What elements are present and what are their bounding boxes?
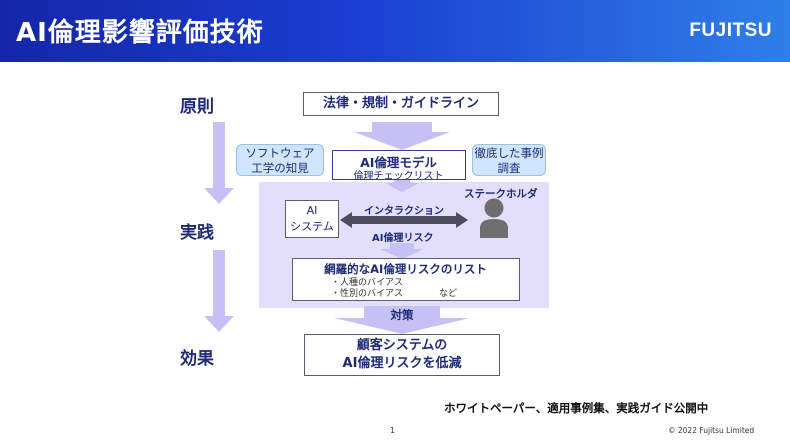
model-subtitle: 倫理チェックリスト xyxy=(353,171,444,182)
stage-effect: 効果 xyxy=(180,349,214,369)
risk-item-gender: ・性別のバイアス xyxy=(331,289,404,299)
stage-principle: 原則 xyxy=(180,97,214,117)
ai-system-label-1: AI xyxy=(306,204,318,217)
ai-system-box: AI システム xyxy=(285,200,339,238)
ai-system-label-2: システム xyxy=(290,220,334,233)
risk-list-title: 網羅的なAI倫理リスクのリスト xyxy=(324,262,487,276)
case-study-box: 徹底した事例 調査 xyxy=(472,144,546,176)
footer-note: ホワイトペーパー、適用事例集、実践ガイド公開中 xyxy=(444,401,709,415)
stage-arrow-1 xyxy=(204,122,234,204)
result-label-2: AI倫理リスクを低減 xyxy=(342,356,462,371)
flow-arrow-measures xyxy=(334,306,470,334)
ai-risk-label: AI倫理リスク xyxy=(372,233,434,244)
case-label-1: 徹底した事例 xyxy=(474,146,544,160)
measures-label: 対策 xyxy=(390,308,414,322)
law-label: 法律・規制・ガイドライン xyxy=(322,96,479,111)
flow-arrow-risk-list xyxy=(380,243,424,259)
law-regulation-guideline-box: 法律・規制・ガイドライン xyxy=(303,92,499,116)
interaction-arrow xyxy=(340,212,468,228)
slide-title: AI倫理影響評価技術 xyxy=(16,18,264,48)
page-number: 1 xyxy=(390,426,396,435)
interaction-label: インタラクション xyxy=(364,206,444,217)
risk-item-race: ・人種のバイアス xyxy=(331,278,404,288)
stakeholder-label: ステークホルダ xyxy=(464,188,538,200)
software-label-1: ソフトウェア xyxy=(245,146,315,160)
stage-practice: 実践 xyxy=(180,223,214,243)
result-label-1: 顧客システムの xyxy=(356,338,448,353)
model-title: AI倫理モデル xyxy=(360,155,437,170)
case-label-2: 調査 xyxy=(497,161,521,175)
result-box: 顧客システムの AI倫理リスクを低減 xyxy=(304,334,500,376)
fujitsu-logo: FUJITSU xyxy=(689,20,772,41)
risk-list-box: 網羅的なAI倫理リスクのリスト ・人種のバイアス ・性別のバイアス など xyxy=(292,258,520,301)
copyright: © 2022 Fujitsu Limited xyxy=(668,426,755,435)
flow-arrow-model-panel xyxy=(385,178,419,192)
software-label-2: 工学の知見 xyxy=(251,161,309,175)
title-bar: AI倫理影響評価技術 FUJITSU xyxy=(0,0,790,62)
stage-arrow-2 xyxy=(204,250,234,332)
risk-item-etc: など xyxy=(439,289,458,299)
software-engineering-box: ソフトウェア 工学の知見 xyxy=(236,144,324,176)
flow-arrow-law-model xyxy=(354,122,450,150)
person-icon xyxy=(480,198,508,238)
ai-ethics-model-box: AI倫理モデル 倫理チェックリスト xyxy=(332,150,466,182)
